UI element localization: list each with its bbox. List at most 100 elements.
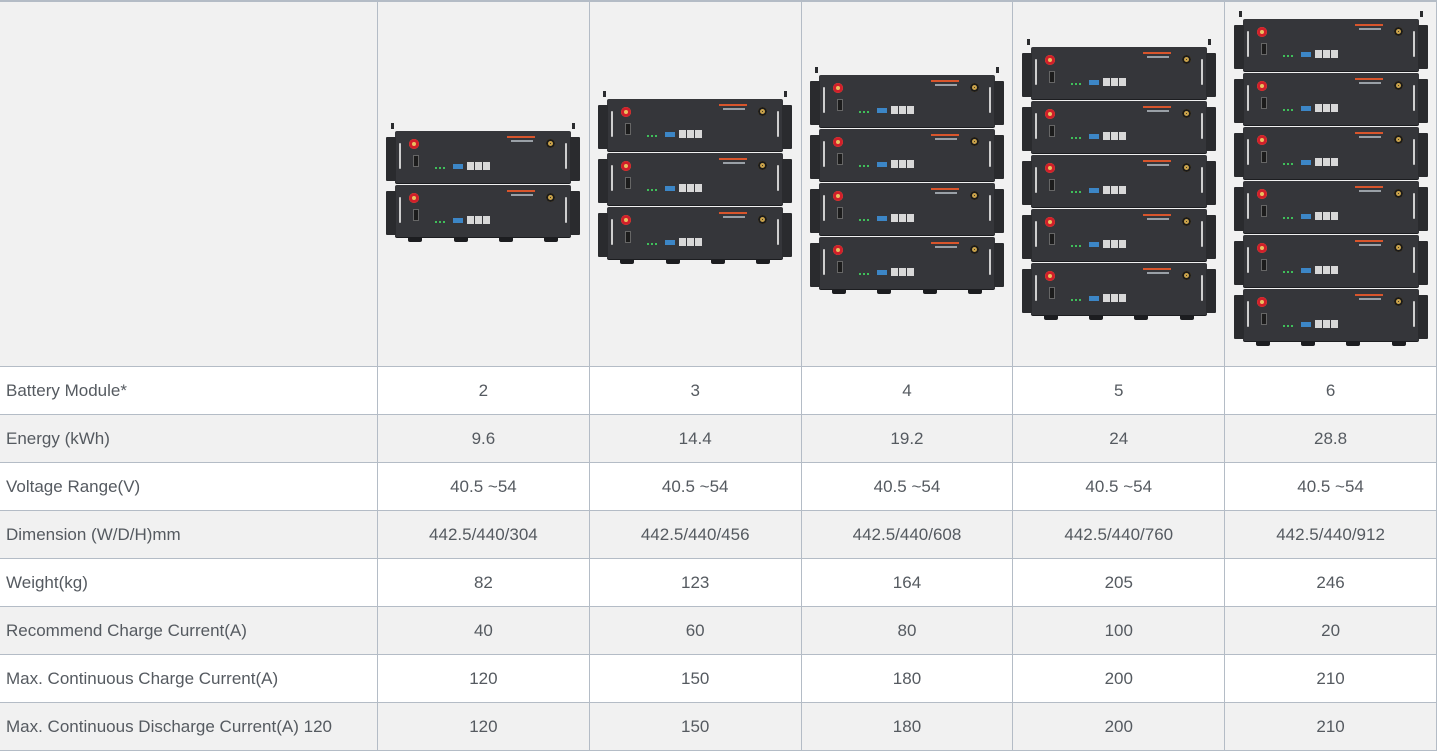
spec-label: Max. Continuous Discharge Current(A) 120 xyxy=(0,702,379,751)
power-switch-icon xyxy=(625,177,632,189)
battery-module-unit xyxy=(386,131,581,183)
dip-switch-icon xyxy=(453,164,464,169)
brand-label-icon xyxy=(1354,132,1383,134)
model-label-icon xyxy=(934,138,957,140)
brand-label-icon xyxy=(930,134,959,136)
battery-stack-image xyxy=(1021,39,1216,320)
status-led-icon xyxy=(435,167,448,169)
status-led-icon xyxy=(1070,299,1083,301)
model-label-icon xyxy=(723,216,746,218)
power-switch-icon xyxy=(1048,179,1055,191)
brand-label-icon xyxy=(1142,268,1171,270)
status-led-icon xyxy=(1282,109,1295,111)
handle-icon xyxy=(777,111,780,137)
positive-terminal-icon xyxy=(409,193,420,203)
handle-icon xyxy=(1412,301,1415,327)
handle-icon xyxy=(1200,221,1203,247)
dip-switch-icon xyxy=(665,240,676,245)
positive-terminal-icon xyxy=(832,191,843,201)
brand-label-icon xyxy=(1142,52,1171,54)
handle-icon xyxy=(611,219,614,245)
spec-value: 14.4 xyxy=(588,414,802,463)
battery-module-unit xyxy=(809,129,1004,181)
positive-terminal-icon xyxy=(409,139,420,149)
comm-ports-icon xyxy=(1314,50,1339,58)
brand-label-icon xyxy=(1354,24,1383,26)
stack-feet xyxy=(831,290,982,294)
product-image-cell xyxy=(377,0,590,367)
status-led-icon xyxy=(1070,83,1083,85)
brand-label-icon xyxy=(1142,160,1171,162)
model-label-icon xyxy=(511,140,534,142)
battery-module-unit xyxy=(1021,155,1216,207)
handle-icon xyxy=(822,195,825,221)
handle-icon xyxy=(565,143,568,169)
negative-terminal-icon xyxy=(1393,297,1403,306)
negative-terminal-icon xyxy=(758,161,768,170)
battery-module-unit xyxy=(1233,289,1428,341)
model-label-icon xyxy=(934,192,957,194)
power-switch-icon xyxy=(1260,151,1267,163)
stack-feet xyxy=(1043,316,1194,320)
status-led-icon xyxy=(858,219,871,221)
power-switch-icon xyxy=(1048,287,1055,299)
handle-icon xyxy=(1412,247,1415,273)
status-led-icon xyxy=(858,111,871,113)
battery-stack-image xyxy=(598,91,793,264)
product-image-cell xyxy=(588,0,802,367)
status-led-icon xyxy=(647,135,660,137)
handle-icon xyxy=(988,249,991,275)
handle-icon xyxy=(822,141,825,167)
model-label-icon xyxy=(1146,164,1169,166)
rack-ear-top xyxy=(391,123,576,129)
handle-icon xyxy=(988,195,991,221)
status-led-icon xyxy=(647,243,660,245)
stack-feet xyxy=(408,238,559,242)
positive-terminal-icon xyxy=(1044,163,1055,173)
spec-value: 246 xyxy=(1224,558,1437,607)
handle-icon xyxy=(1412,31,1415,57)
battery-module-unit xyxy=(1021,209,1216,261)
dip-switch-icon xyxy=(876,108,887,113)
negative-terminal-icon xyxy=(758,107,768,116)
status-led-icon xyxy=(435,221,448,223)
battery-module-unit xyxy=(809,75,1004,127)
comm-ports-icon xyxy=(1314,158,1339,166)
spec-value: 40.5 ~54 xyxy=(1224,462,1437,511)
rack-ear-top xyxy=(1238,11,1423,17)
comm-ports-icon xyxy=(1102,186,1127,194)
handle-icon xyxy=(1200,167,1203,193)
spec-label: Recommend Charge Current(A) xyxy=(0,606,379,655)
power-switch-icon xyxy=(1260,205,1267,217)
handle-icon xyxy=(611,165,614,191)
handle-icon xyxy=(611,111,614,137)
battery-stack-image xyxy=(386,123,581,242)
spec-value: 6 xyxy=(1224,366,1437,415)
brand-label-icon xyxy=(507,136,536,138)
handle-icon xyxy=(565,197,568,223)
spec-value: 205 xyxy=(1012,558,1226,607)
status-led-icon xyxy=(858,273,871,275)
spec-value: 210 xyxy=(1224,654,1437,703)
power-switch-icon xyxy=(1260,43,1267,55)
handle-icon xyxy=(1034,113,1037,139)
comm-ports-icon xyxy=(1314,104,1339,112)
handle-icon xyxy=(1246,247,1249,273)
spec-value: 442.5/440/760 xyxy=(1012,510,1226,559)
spec-value: 210 xyxy=(1224,702,1437,751)
battery-module-unit xyxy=(1233,73,1428,125)
power-switch-icon xyxy=(625,231,632,243)
battery-module-unit xyxy=(1233,181,1428,233)
dip-switch-icon xyxy=(1300,52,1311,57)
dip-switch-icon xyxy=(665,186,676,191)
spec-value: 40.5 ~54 xyxy=(800,462,1014,511)
dip-switch-icon xyxy=(876,216,887,221)
power-switch-icon xyxy=(413,209,420,221)
model-label-icon xyxy=(1146,56,1169,58)
comm-ports-icon xyxy=(1314,266,1339,274)
comm-ports-icon xyxy=(679,184,704,192)
